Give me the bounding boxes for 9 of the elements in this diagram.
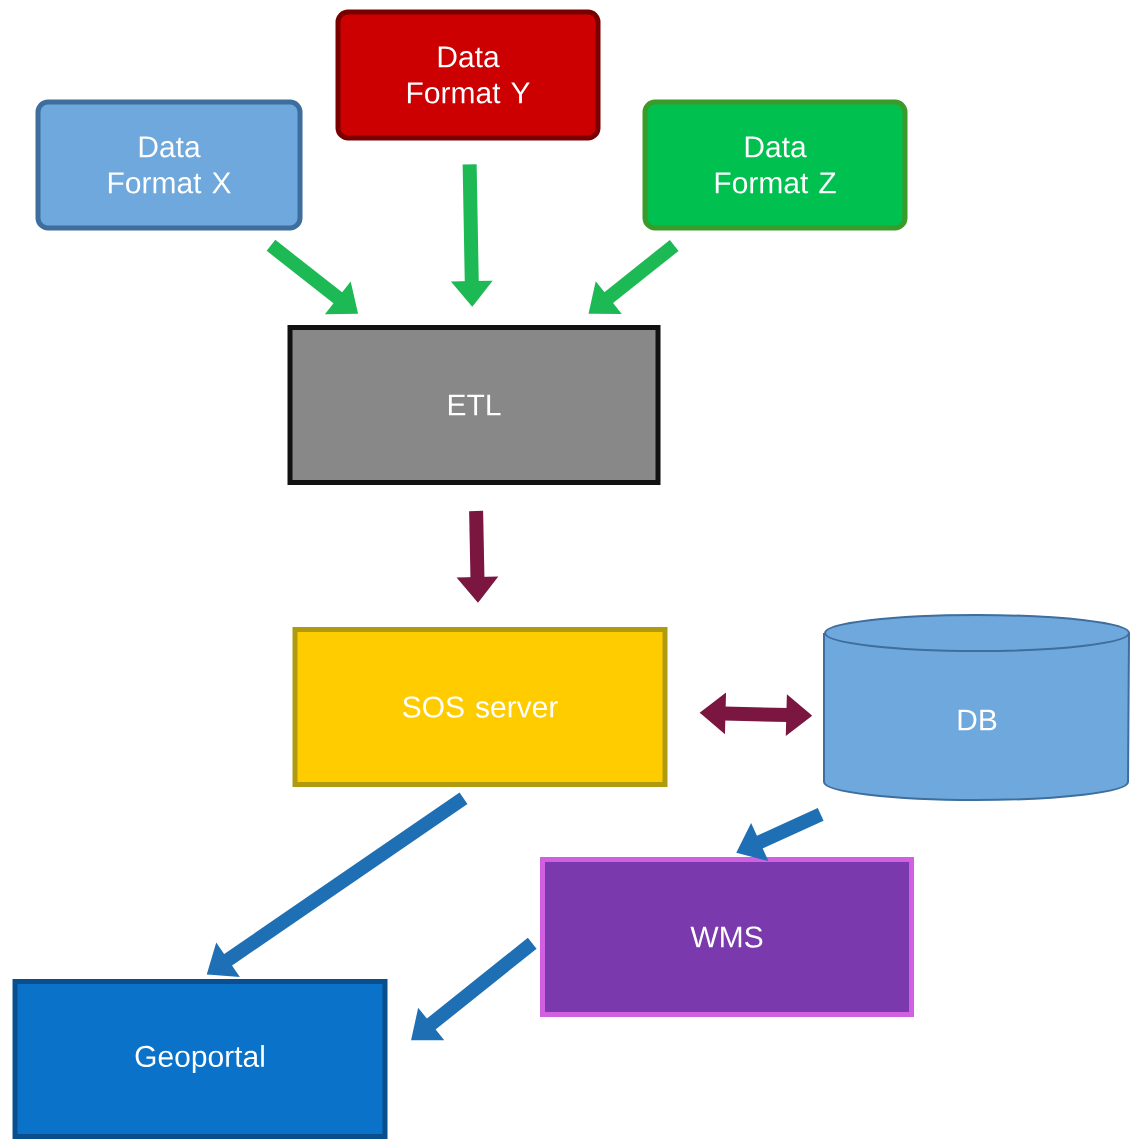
arrow	[411, 937, 537, 1041]
process-box: ETL	[287, 325, 661, 485]
process-box: Data Format Z	[642, 99, 908, 231]
process-box: Data Format X	[35, 99, 303, 231]
database-cylinder: DB	[823, 614, 1130, 801]
process-box: WMS	[540, 857, 914, 1017]
process-box: Geoportal	[12, 979, 388, 1139]
process-box: SOS server	[292, 627, 668, 787]
process-box: Data Format Y	[335, 9, 601, 141]
